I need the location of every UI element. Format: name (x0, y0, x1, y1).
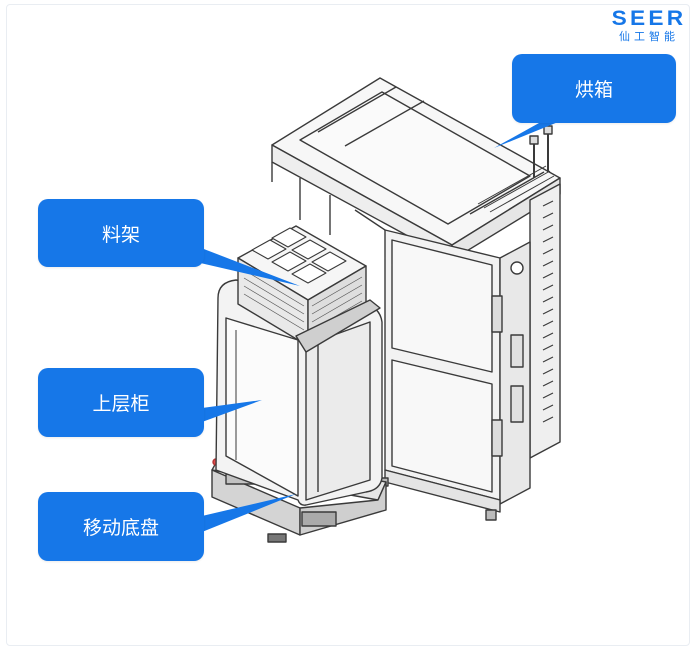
logo-subtitle: 仙工智能 (619, 30, 679, 43)
callout-chassis: 移动底盘 (38, 492, 204, 561)
upper-cabinet (215, 279, 383, 506)
material-rack (237, 225, 381, 353)
seer-logo: SEER 仙工智能 (609, 7, 689, 44)
chassis-leader (202, 494, 296, 532)
rack-leader (196, 246, 300, 286)
oven-unit (271, 77, 561, 521)
callout-rack: 料架 (38, 199, 204, 267)
callout-oven: 烘箱 (512, 54, 676, 123)
cabinet-leader (202, 400, 262, 422)
callout-leaders (196, 118, 568, 532)
callout-upper-cabinet: 上层柜 (38, 368, 204, 437)
oven-leader (494, 118, 568, 148)
logo-mark: SEER (611, 7, 687, 30)
image-frame (6, 4, 690, 646)
